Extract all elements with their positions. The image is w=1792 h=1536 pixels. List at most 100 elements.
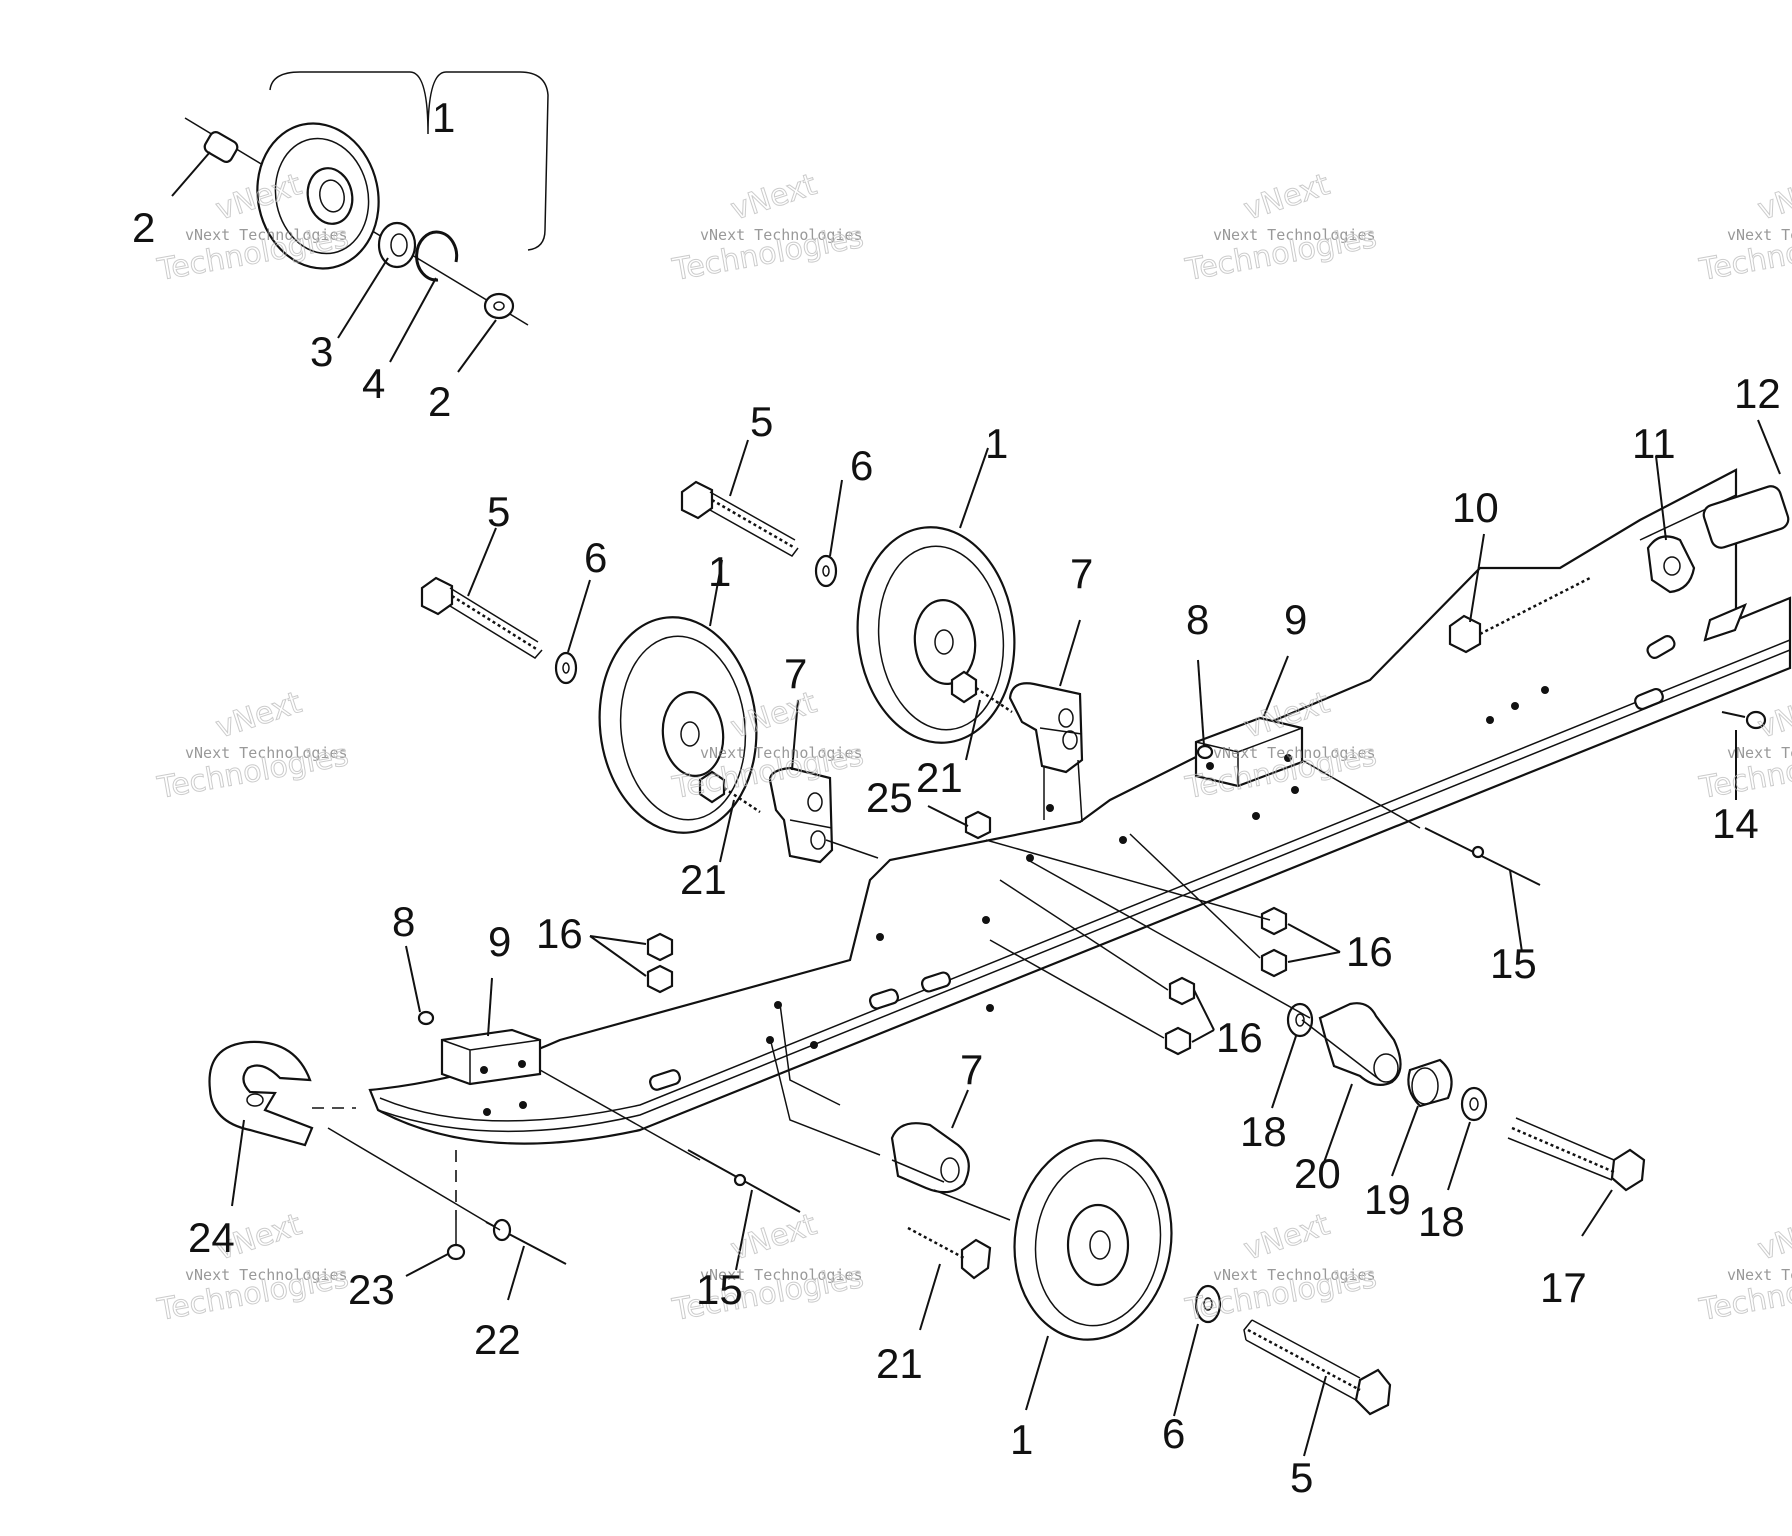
bolt-17 [1507,1117,1646,1192]
svg-text:vNext Technologies: vNext Technologies [185,1266,348,1284]
svg-text:vNext Technologies: vNext Technologies [185,226,348,244]
nuts-16 [646,906,1288,1056]
callout-18: 18 [1240,1108,1287,1155]
callout-14: 14 [1712,800,1759,847]
callout-15: 15 [696,1266,743,1313]
washer-6-lower [1194,1284,1222,1324]
spacer-19 [1407,1058,1453,1108]
svg-text:vNext Technologies: vNext Technologies [1727,744,1792,762]
callout-6: 6 [850,442,873,489]
callout-1: 1 [708,548,731,595]
callout-8: 8 [1186,596,1209,643]
callout-16: 16 [536,910,583,957]
callout-6: 6 [1162,1410,1185,1457]
callout-10: 10 [1452,484,1499,531]
bolt-21-lower [907,1226,992,1280]
block-9-left [440,1028,542,1086]
svg-text:vNext: vNext [1754,685,1792,745]
callout-17: 17 [1540,1264,1587,1311]
callout-12: 12 [1734,370,1781,417]
svg-text:vNext: vNext [1754,167,1792,227]
callout-18: 18 [1418,1198,1465,1245]
bolt-21-upper [950,670,1013,714]
callout-23: 23 [348,1266,395,1313]
svg-text:vNext: vNext [727,1207,821,1267]
svg-text:vNext Technologies: vNext Technologies [1213,1266,1376,1284]
bracket-20 [1318,1002,1402,1087]
rivet-15-right [1424,827,1541,886]
bolt-5-left [420,576,543,659]
callout-6: 6 [584,534,607,581]
callout-4: 4 [362,360,385,407]
rivet-22 [485,1218,567,1265]
callout-24: 24 [188,1214,235,1261]
callout-3: 3 [310,328,333,375]
bracket-7-lower [890,1122,970,1194]
bolt-5-lower [1243,1319,1392,1416]
pivot-11 [1646,535,1696,594]
callout-5: 5 [487,488,510,535]
svg-text:vNext: vNext [1754,1207,1792,1267]
svg-text:vNext: vNext [727,167,821,227]
leader-lines [171,151,1781,1457]
callout-5: 5 [750,398,773,445]
callout-1: 1 [985,420,1008,467]
screw-23 [446,1220,466,1261]
callout-20: 20 [1294,1150,1341,1197]
bearing-3 [377,221,417,269]
callout-5: 5 [1290,1454,1313,1501]
svg-text:vNext: vNext [212,685,306,745]
svg-text:vNext: vNext [1240,167,1334,227]
tip-24 [208,1040,314,1147]
wheel-assembly-detail [184,71,549,326]
bolt-5-upper [680,480,799,557]
callout-21: 21 [916,754,963,801]
svg-text:vNext: vNext [1240,1207,1334,1267]
callout-7: 7 [1070,550,1093,597]
callout-16: 16 [1216,1014,1263,1061]
washer-6-upper [814,554,838,588]
bracket-7-upper [1008,682,1084,774]
callout-21: 21 [680,856,727,903]
callout-16: 16 [1346,928,1393,975]
svg-text:vNext Technologies: vNext Technologies [1727,226,1792,244]
svg-text:vNext Technologies: vNext Technologies [185,744,348,762]
callout-1: 1 [1010,1416,1033,1463]
bolt-21-left [698,770,761,814]
bushing-2-lower [483,292,515,320]
callout-9: 9 [488,918,511,965]
svg-text:vNext Technologies: vNext Technologies [700,744,863,762]
screw-14 [1721,710,1767,730]
bolt-10 [1448,576,1591,654]
svg-text:vNext Technologies: vNext Technologies [1213,744,1376,762]
callout-9: 9 [1284,596,1307,643]
assembly-bracket [269,71,549,251]
svg-text:vNext Technologies: vNext Technologies [1213,226,1376,244]
svg-text:vNext Technologies: vNext Technologies [1727,1266,1792,1284]
block-9-right [1194,716,1304,788]
screw-8-left [417,1010,435,1026]
washer-6-left [554,651,578,685]
callout-7: 7 [784,650,807,697]
screw-8-right [1196,744,1214,760]
washer-18-lower [1460,1086,1488,1122]
snap-ring-4 [415,230,459,282]
bracket-7-left [768,766,834,864]
callout-7: 7 [960,1046,983,1093]
callout-1: 1 [432,94,455,141]
bushing-2-upper [203,131,239,163]
svg-text:vNext Technologies: vNext Technologies [700,1266,863,1284]
callout-2: 2 [132,204,155,251]
callout-22: 22 [474,1316,521,1363]
assembly-lines [312,759,1421,1231]
callout-21: 21 [876,1340,923,1387]
idler-wheel-lower [1013,1139,1173,1341]
idler-wheel-detail [256,122,380,270]
callout-15: 15 [1490,940,1537,987]
idler-wheel-upper-right [856,526,1016,744]
callout-11: 11 [1632,420,1676,467]
rivet-15-left [687,1149,801,1213]
callout-19: 19 [1364,1176,1411,1223]
svg-text:vNext Technologies: vNext Technologies [700,226,863,244]
